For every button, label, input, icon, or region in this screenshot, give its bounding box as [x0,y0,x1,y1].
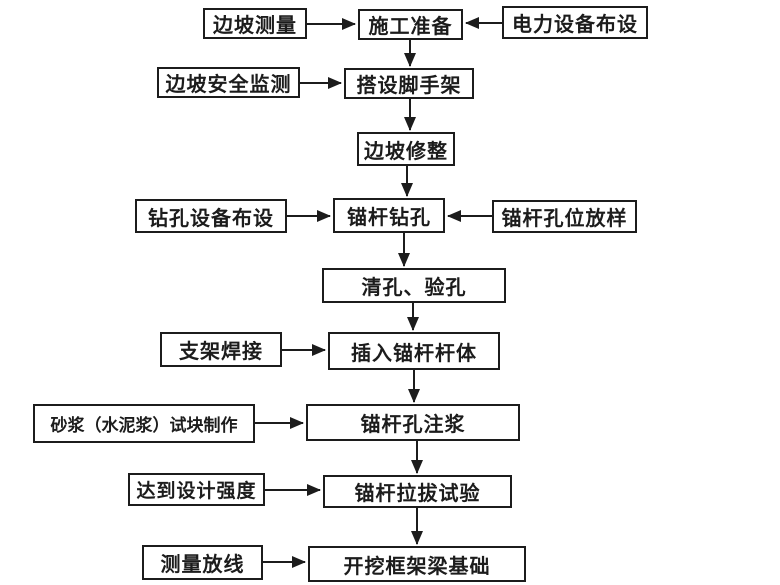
node-survey-setting-out: 测量放线 [142,545,263,580]
node-drilling-equipment-layout: 钻孔设备布设 [135,199,287,233]
node-hole-cleaning-inspection: 清孔、验孔 [322,268,506,303]
node-excavate-frame-beam-foundation: 开挖框架梁基础 [308,546,526,582]
node-slope-survey: 边坡测量 [203,8,307,39]
node-slope-trimming: 边坡修整 [357,132,455,166]
node-reach-design-strength: 达到设计强度 [128,473,265,506]
node-insert-anchor-rod-body: 插入锚杆杆体 [328,332,500,370]
node-anchor-hole-position-layout: 锚杆孔位放样 [492,200,637,233]
node-mortar-test-block-making: 砂浆（水泥浆）试块制作 [33,404,255,443]
node-power-equipment-layout: 电力设备布设 [502,6,648,39]
node-anchor-rod-drilling: 锚杆钻孔 [333,198,445,233]
node-anchor-hole-grouting: 锚杆孔注浆 [306,404,520,441]
node-construction-preparation: 施工准备 [358,9,463,40]
node-bracket-welding: 支架焊接 [160,332,282,367]
node-anchor-pullout-test: 锚杆拉拔试验 [323,475,512,508]
node-slope-safety-monitoring: 边坡安全监测 [157,67,300,98]
node-erect-scaffolding: 搭设脚手架 [344,68,474,99]
